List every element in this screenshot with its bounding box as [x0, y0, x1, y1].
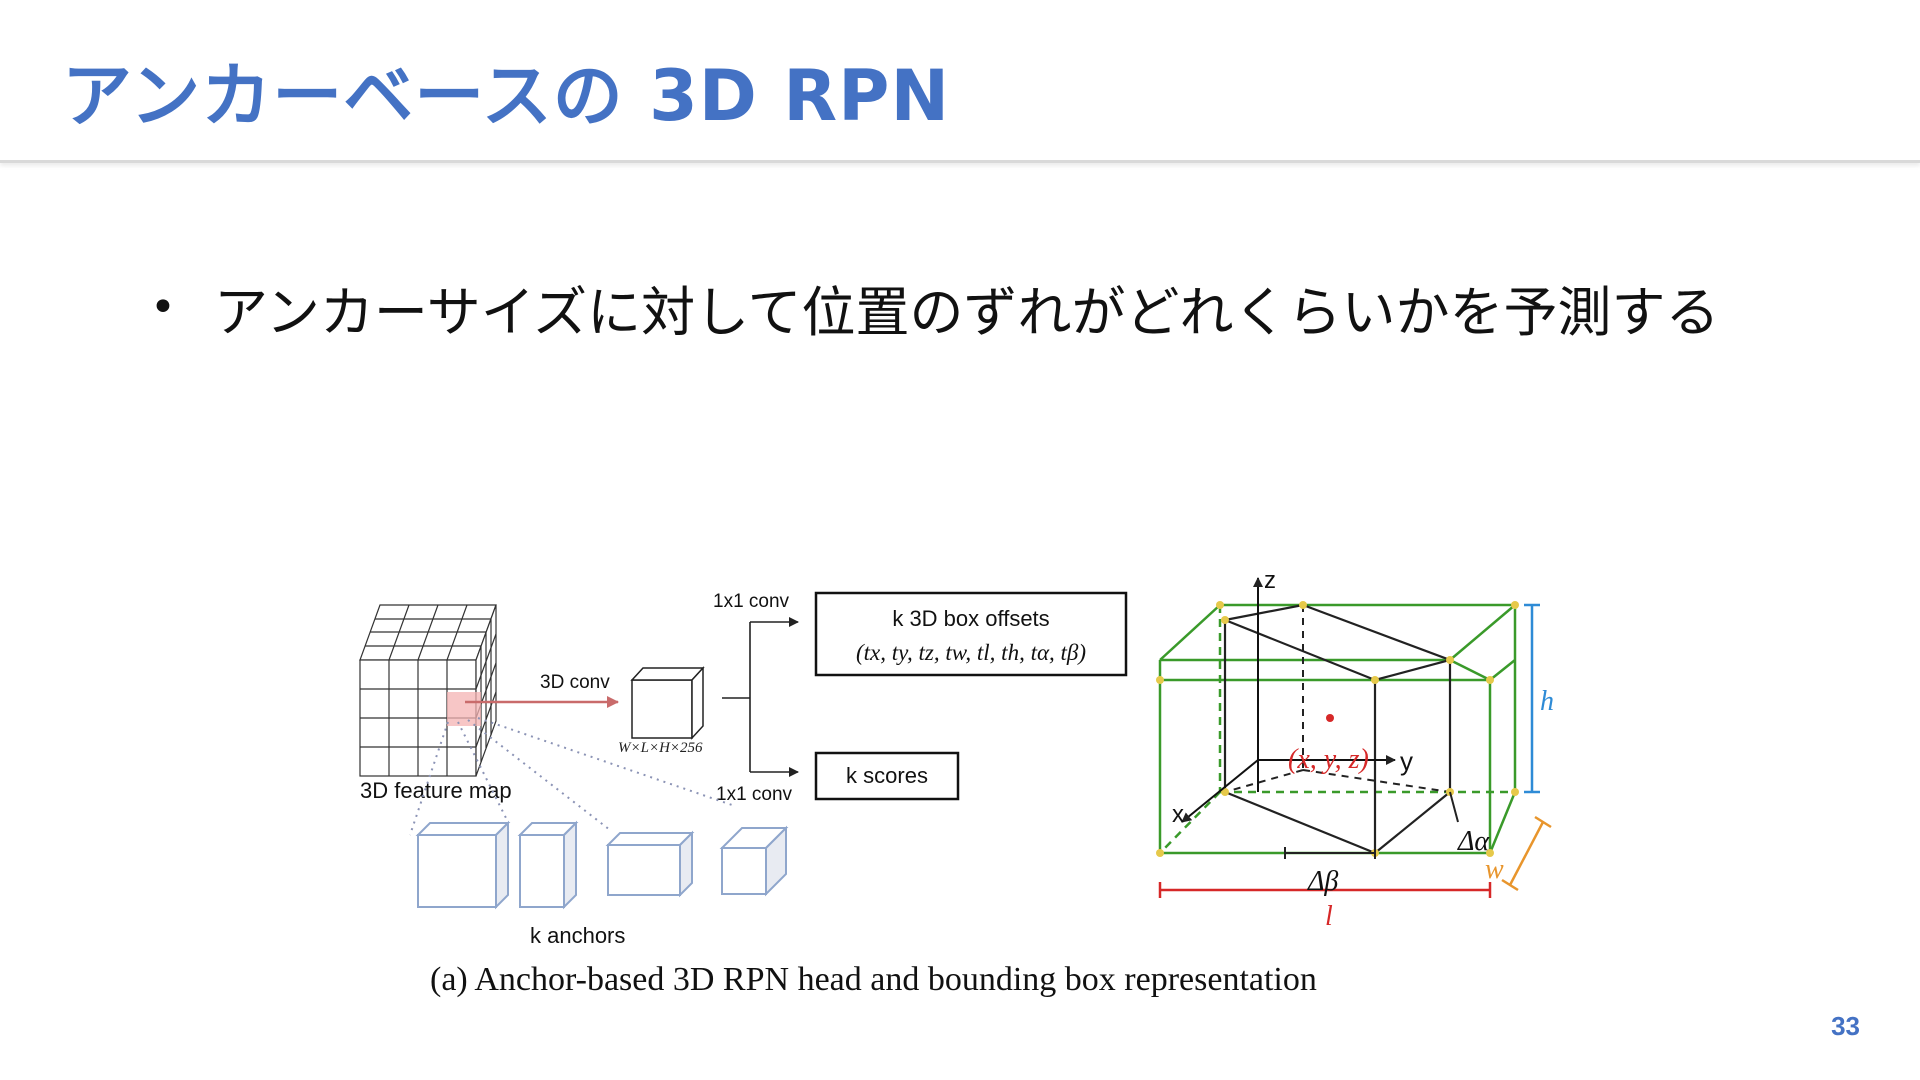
anchor-guide-lines — [409, 717, 733, 836]
anchor-boxes — [415, 820, 789, 910]
anchor-box — [517, 820, 579, 910]
anchor-box — [415, 820, 511, 910]
page-number: 33 — [1831, 1011, 1860, 1041]
intermediate-cube — [630, 666, 705, 740]
branch-lines — [722, 617, 799, 777]
rpn-diagram: 3D feature map 3D conv W×L×H×256 1x1 con… — [340, 560, 1590, 1010]
l-label: l — [1325, 901, 1333, 932]
axis-x-label: x — [1172, 801, 1184, 828]
feature-map-cube — [359, 604, 497, 777]
bullet-dot-icon: • — [150, 282, 176, 333]
offsets-title: k 3D box offsets — [892, 606, 1049, 631]
conv3d-label: 3D conv — [540, 672, 610, 693]
conv1x1-bottom-label: 1x1 conv — [716, 784, 793, 805]
slide-header: アンカーベースの 3D RPN — [0, 0, 1920, 163]
conv1x1-top-label: 1x1 conv — [713, 591, 790, 612]
anchors-label: k anchors — [530, 923, 625, 948]
feature-map-label: 3D feature map — [360, 778, 512, 803]
axis-y-label: y — [1400, 746, 1413, 776]
bullet-text: アンカーサイズに対して位置のずれがどれくらいかを予測する — [214, 281, 1720, 344]
axis-z-label: z — [1264, 567, 1276, 594]
dims-label: W×L×H×256 — [618, 740, 703, 756]
anchor-box — [605, 830, 695, 898]
rpn-diagram-svg: 3D feature map 3D conv W×L×H×256 1x1 con… — [359, 567, 1554, 998]
bbox-diagram: z y x (x, y, z) h w — [1156, 567, 1554, 932]
h-label: h — [1540, 686, 1554, 717]
delta-beta-label: Δβ — [1307, 866, 1338, 897]
highlighted-cell — [447, 692, 481, 726]
figure-caption: (a) Anchor-based 3D RPN head and boundin… — [430, 961, 1317, 998]
offsets-params: (tx, ty, tz, tw, tl, th, tα, tβ) — [856, 640, 1086, 665]
center-point — [1326, 714, 1334, 722]
delta-alpha-label: Δα — [1457, 826, 1490, 857]
w-label: w — [1485, 854, 1504, 885]
slide-title: アンカーベースの 3D RPN — [62, 55, 951, 137]
scores-label: k scores — [846, 763, 928, 788]
center-label: (x, y, z) — [1288, 744, 1369, 775]
offsets-box — [814, 591, 1128, 677]
anchor-box — [719, 825, 789, 897]
scores-box — [814, 751, 960, 801]
bullet-item: • アンカーサイズに対して位置のずれがどれくらいかを予測する — [150, 268, 1720, 347]
